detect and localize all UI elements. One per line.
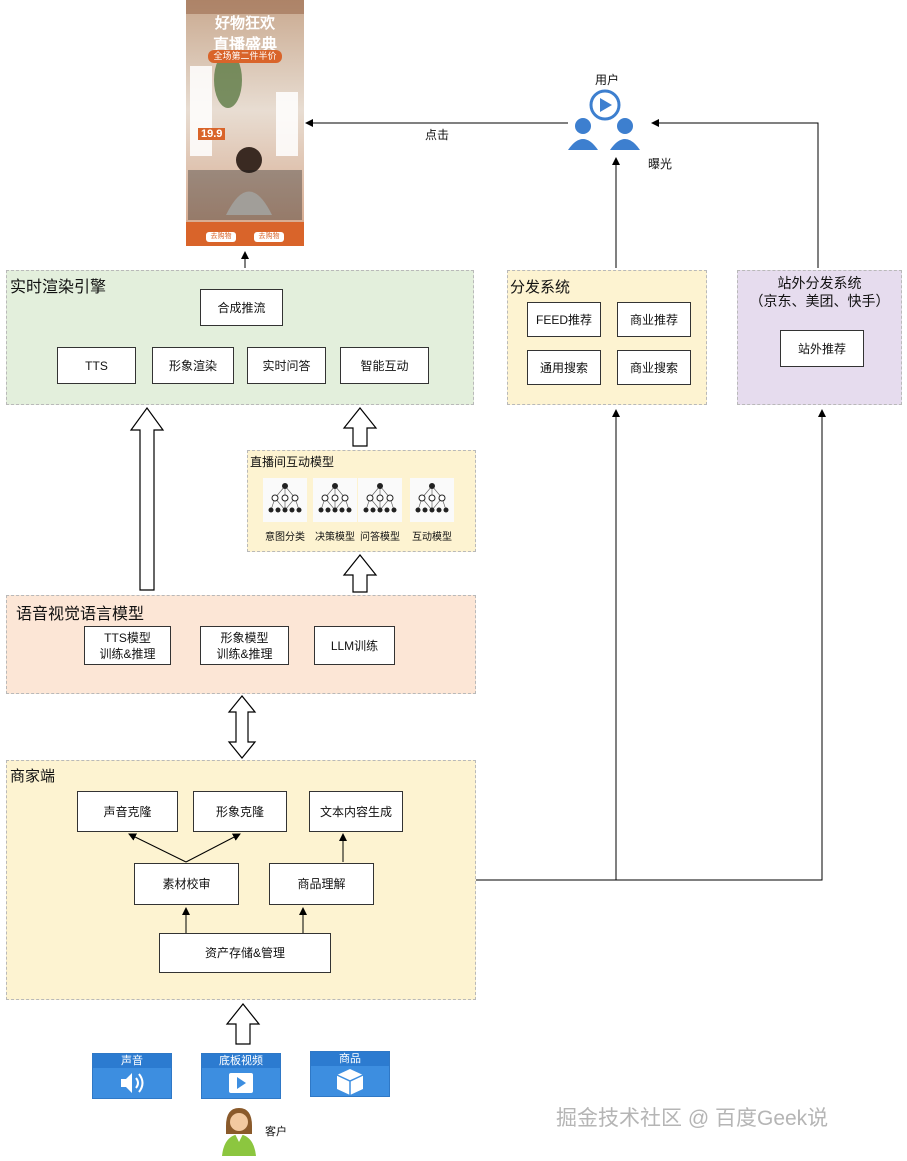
intent-classification-label: 意图分类 xyxy=(265,532,305,543)
live-stream-preview: 好物狂欢 直播盛典 全场第二件半价 19.9 去购物 去购物 xyxy=(186,0,304,246)
live-room-illustration xyxy=(186,0,304,246)
customer-avatar-icon xyxy=(218,1104,260,1156)
exposure-label: 曝光 xyxy=(648,157,673,171)
product-tile: 商品 xyxy=(310,1051,390,1097)
watermark-text: 掘金技术社区 @ 百度Geek说 xyxy=(556,1107,829,1130)
realtime-qa-box: 实时问答 xyxy=(247,347,326,384)
qa-model-label: 问答模型 xyxy=(360,532,400,543)
ad-search-box: 商业搜索 xyxy=(617,350,691,385)
tts-model-box: TTS模型 训练&推理 xyxy=(84,626,171,665)
decision-model-label: 决策模型 xyxy=(315,532,355,543)
price-tag: 19.9 xyxy=(198,128,226,140)
text-generation-box: 文本内容生成 xyxy=(309,791,403,832)
network-icon xyxy=(313,478,357,522)
preview-button-2: 去购物 xyxy=(258,233,280,240)
base-video-tile-label: 底板视频 xyxy=(202,1054,280,1068)
network-icon xyxy=(263,478,307,522)
offsite-title-line1: 站外分发系统 xyxy=(777,275,862,291)
feed-recommend-box: FEED推荐 xyxy=(527,302,601,337)
network-icon xyxy=(410,478,454,522)
asset-management-box: 资产存储&管理 xyxy=(159,933,331,973)
vlm-title: 语音视觉语言模型 xyxy=(16,606,145,623)
material-review-box: 素材校审 xyxy=(134,863,239,905)
banner-line-3: 全场第二件半价 xyxy=(208,50,282,63)
banner-line-1: 好物狂欢 xyxy=(214,15,275,32)
voice-tile: 声音 xyxy=(92,1053,172,1099)
users-icon xyxy=(565,88,645,154)
voice-clone-box: 声音克隆 xyxy=(77,791,178,832)
package-box-icon xyxy=(336,1069,364,1095)
compose-stream-box: 合成推流 xyxy=(200,289,283,326)
render-engine-title: 实时渲染引擎 xyxy=(10,279,107,296)
offsite-title-line2: （京东、美团、快手） xyxy=(749,293,890,309)
offsite-recommend-box: 站外推荐 xyxy=(780,330,864,367)
tts-box: TTS xyxy=(57,347,136,384)
product-tile-label: 商品 xyxy=(311,1052,389,1066)
click-label: 点击 xyxy=(425,128,450,142)
smart-interaction-box: 智能互动 xyxy=(340,347,429,384)
ad-recommend-box: 商业推荐 xyxy=(617,302,691,337)
avatar-model-box: 形象模型 训练&推理 xyxy=(200,626,289,665)
preview-button-1: 去购物 xyxy=(210,233,232,240)
customer-label: 客户 xyxy=(265,1126,287,1138)
user-label: 用户 xyxy=(595,73,620,87)
live-models-title: 直播间互动模型 xyxy=(250,455,335,469)
distribution-title: 分发系统 xyxy=(510,279,571,296)
banner-line-2: 直播盛典 xyxy=(212,37,277,54)
video-play-icon xyxy=(229,1073,253,1093)
avatar-render-box: 形象渲染 xyxy=(152,347,234,384)
voice-tile-label: 声音 xyxy=(93,1054,171,1068)
general-search-box: 通用搜索 xyxy=(527,350,601,385)
interaction-model-label: 互动模型 xyxy=(412,532,452,543)
avatar-clone-box: 形象克隆 xyxy=(193,791,287,832)
product-understanding-box: 商品理解 xyxy=(269,863,374,905)
network-icon xyxy=(358,478,402,522)
merchant-title: 商家端 xyxy=(10,768,56,785)
llm-training-box: LLM训练 xyxy=(314,626,395,665)
base-video-tile: 底板视频 xyxy=(201,1053,281,1099)
speaker-icon xyxy=(121,1073,144,1093)
